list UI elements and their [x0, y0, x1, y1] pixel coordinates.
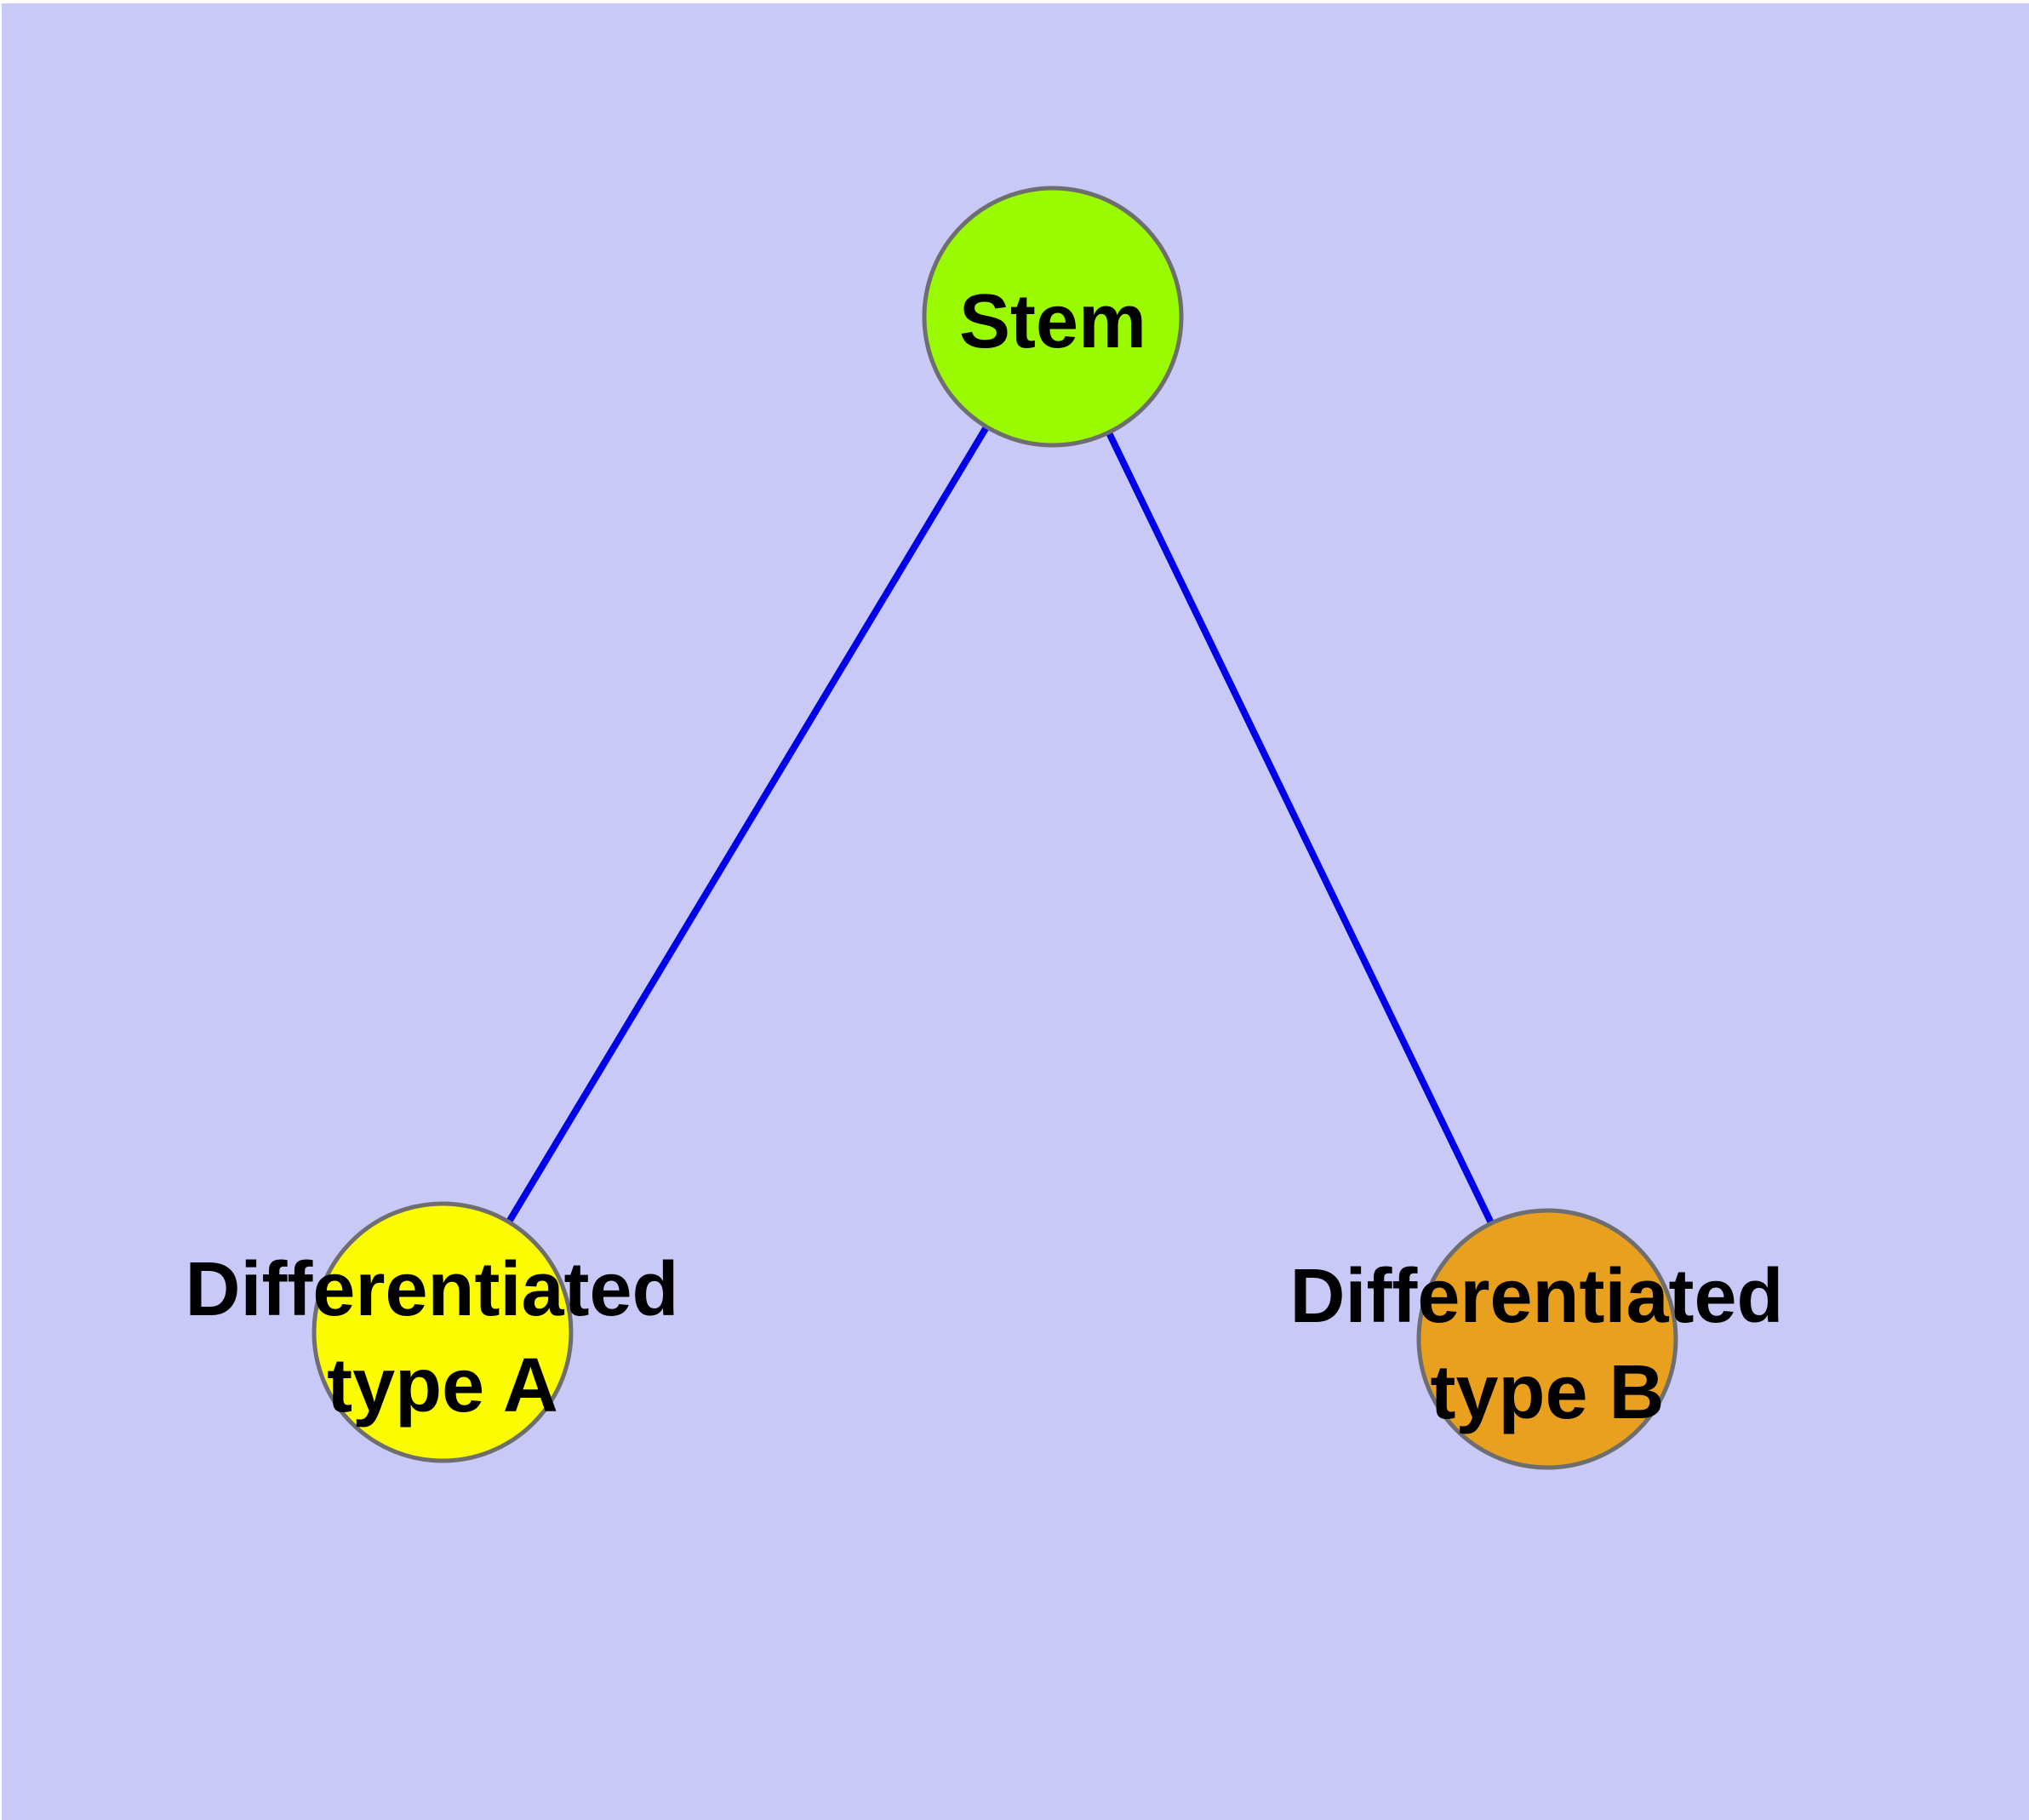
node-label-line: Differentiated [185, 1247, 678, 1332]
node-label-line: type A [327, 1343, 558, 1428]
node-label-line: type B [1430, 1350, 1664, 1435]
node-differentiated-type-a [311, 1201, 574, 1463]
node-label-differentiated-type-a: Differentiated type A [185, 1247, 700, 1428]
label-layer: Stem Differentiated type A Differentiate… [185, 279, 1804, 1435]
frame-edge-left [0, 0, 2, 1820]
node-layer [311, 186, 1678, 1470]
frame-edge-top [0, 0, 2029, 3]
node-label-differentiated-type-b: Differentiated type B [1289, 1254, 1804, 1435]
node-stem [922, 186, 1184, 448]
edge-stem-to-type-a [439, 314, 1056, 1335]
node-label-line: Stem [959, 279, 1146, 364]
node-label-stem: Stem [959, 279, 1146, 364]
edge-stem-to-type-b [1049, 315, 1551, 1341]
edge-layer [439, 314, 1551, 1341]
node-label-line: Differentiated [1289, 1254, 1783, 1339]
node-differentiated-type-b [1416, 1208, 1678, 1470]
